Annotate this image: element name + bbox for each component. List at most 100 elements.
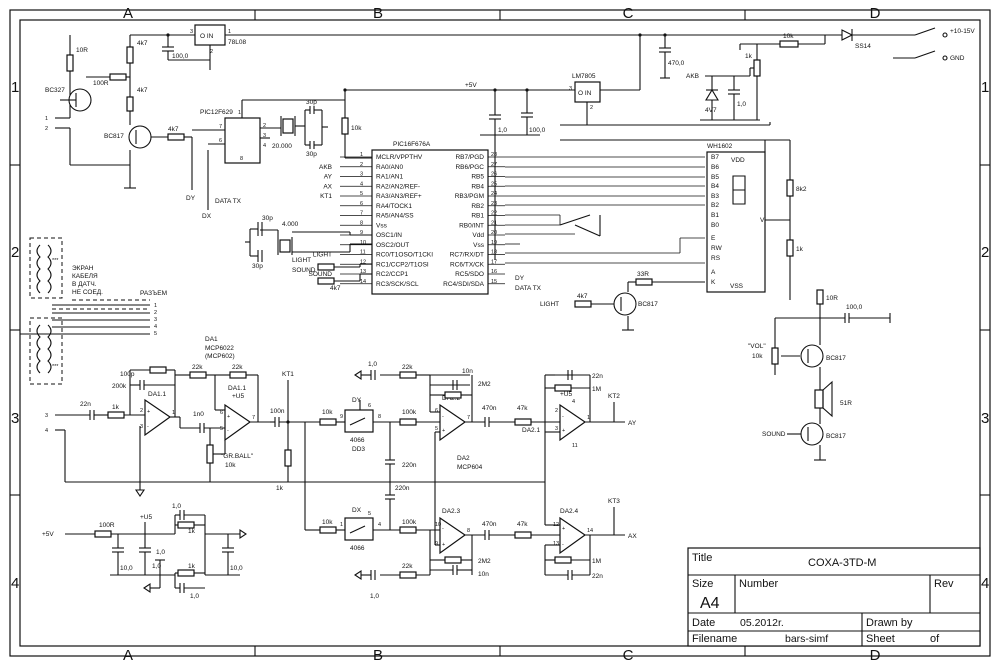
- svg-text:100,0: 100,0: [846, 304, 863, 311]
- svg-text:30p: 30p: [252, 263, 263, 270]
- svg-text:5: 5: [435, 426, 438, 432]
- svg-text:DY: DY: [352, 397, 362, 404]
- reg1-name: 78L08: [228, 39, 246, 46]
- svg-text:4k7: 4k7: [577, 293, 588, 300]
- svg-text:3: 3: [190, 29, 193, 35]
- svg-text:DY: DY: [186, 195, 196, 202]
- svg-text:1n0: 1n0: [193, 411, 204, 418]
- svg-text:O IN: O IN: [578, 90, 592, 97]
- rev-label: Rev: [934, 578, 954, 590]
- svg-text:SOUND: SOUND: [292, 267, 316, 274]
- mcu-pin-net: AKB: [319, 164, 332, 171]
- mcu-pin-name: Vdd: [472, 232, 484, 239]
- svg-text:***: ***: [52, 364, 59, 370]
- svg-text:3: 3: [140, 424, 143, 430]
- svg-text:+: +: [442, 428, 445, 434]
- grid-col-top-b: B: [373, 5, 383, 22]
- mcu-pin-name: RB6/PGC: [455, 164, 484, 171]
- lcd-wh1602: WH1602 VDD VSS V B7B6B5B4B3B2B1B0ERWRSAK…: [560, 122, 807, 300]
- lcd-pin-name: RS: [711, 255, 721, 262]
- supply-rail: +10-15V GND SS14 10k 470,0: [130, 27, 975, 91]
- svg-text:KT3: KT3: [608, 498, 620, 505]
- mcu-pin-name: RC1/CCP2/T1OSI: [376, 261, 429, 268]
- svg-text:BC817: BC817: [826, 355, 846, 362]
- filename-value: bars-simf: [785, 633, 828, 645]
- svg-text:10k: 10k: [225, 462, 236, 469]
- svg-text:4: 4: [378, 522, 381, 528]
- svg-text:4: 4: [572, 399, 575, 405]
- reg2-name: LM7805: [572, 73, 596, 80]
- mcu-pin-num: 1: [360, 152, 363, 158]
- mcu-pin-name: RB0/INT: [459, 222, 484, 229]
- svg-text:1M: 1M: [592, 558, 601, 565]
- mcu-pin-name: MCLR/VPPTHV: [376, 154, 423, 161]
- svg-text:SOUND: SOUND: [762, 431, 786, 438]
- svg-text:LIGHT: LIGHT: [540, 301, 559, 308]
- mcu-pin-name: Vss: [376, 222, 388, 229]
- svg-text:AKB: AKB: [686, 73, 699, 80]
- lcd-pin-name: A: [711, 269, 716, 276]
- svg-text:220n: 220n: [402, 462, 417, 469]
- date-value: 05.2012r.: [740, 617, 784, 629]
- svg-text:4066: 4066: [350, 437, 365, 444]
- svg-text:DA1.1: DA1.1: [148, 391, 166, 398]
- mcu-pin-name: RC5/SDO: [455, 271, 484, 278]
- svg-text:4: 4: [263, 143, 266, 149]
- svg-text:10R: 10R: [826, 295, 838, 302]
- svg-text:7: 7: [467, 415, 470, 421]
- svg-text:220n: 220n: [395, 485, 410, 492]
- svg-text:DX: DX: [352, 507, 362, 514]
- mcu-right-nets: DY DATA TX: [505, 156, 705, 292]
- mcu-pin-name: RC2/CCP1: [376, 271, 409, 278]
- mcu-pin-num: 4: [360, 181, 363, 187]
- grid-row-right-3: 3: [981, 410, 989, 427]
- lcd-pin-name: B2: [711, 202, 719, 209]
- mcu-pin-net: AY: [324, 174, 333, 181]
- svg-text:+: +: [147, 409, 150, 415]
- grid-row-left-3: 3: [11, 410, 19, 427]
- size-value: A4: [700, 595, 720, 612]
- grid-row-left-4: 4: [11, 575, 19, 592]
- shield-text-4: НЕ СОЕД.: [72, 289, 103, 296]
- svg-text:1k: 1k: [112, 404, 120, 411]
- grid-row-right-1: 1: [981, 79, 989, 96]
- svg-text:47k: 47k: [517, 521, 528, 528]
- shield-text-2: КАБЕЛЯ: [72, 273, 98, 280]
- sensor-connector: *** *** ЭКРАН КАБЕЛЯ В ДАТЧ. НЕ СОЕД. РА…: [20, 237, 167, 385]
- svg-text:100,0: 100,0: [529, 127, 546, 134]
- mcu-pin-name: OSC2/OUT: [376, 242, 409, 249]
- svg-text:РАЗЪЕМ: РАЗЪЕМ: [140, 290, 167, 297]
- grid-row-left-2: 2: [11, 244, 19, 261]
- svg-text:(MCP602): (MCP602): [205, 353, 235, 360]
- mcu-pin-name: RA2/AN2/REF-: [376, 183, 420, 190]
- svg-text:+5V: +5V: [42, 531, 54, 538]
- svg-text:O IN: O IN: [200, 33, 214, 40]
- svg-text:2: 2: [45, 126, 48, 132]
- mcu-pin-name: RC4/SDI/SDA: [443, 281, 484, 288]
- svg-text:22k: 22k: [402, 364, 413, 371]
- date-label: Date: [692, 617, 715, 629]
- svg-text:-: -: [442, 526, 444, 532]
- svg-text:10k: 10k: [322, 409, 333, 416]
- lcd-pin-name: B3: [711, 193, 719, 200]
- gnd-label: GND: [950, 55, 965, 62]
- mcu-pin-name: RC6/TX/CK: [450, 261, 485, 268]
- mcu-pin-num: 15: [491, 279, 497, 285]
- grid-col-top-a: A: [123, 5, 133, 22]
- svg-text:10: 10: [435, 522, 441, 528]
- lcd-pin-name: B1: [711, 212, 719, 219]
- svg-text:4066: 4066: [350, 545, 365, 552]
- da2-channel-x: 100k - + 10 9 8 DA2.3 2M2 10n 22k 1,0 47…: [354, 482, 560, 600]
- svg-text:14: 14: [587, 528, 593, 534]
- diode-ss14: SS14: [841, 29, 872, 50]
- svg-text:AX: AX: [628, 533, 637, 540]
- mcu-pin-num: 17: [491, 259, 497, 265]
- mcu-pin-name: RB5: [471, 174, 484, 181]
- mcu-pin-name: RB1: [471, 213, 484, 220]
- svg-text:20.000: 20.000: [272, 143, 292, 150]
- of-label: of: [930, 633, 940, 645]
- bc327-stage: 10R BC327 100R 4k7 4k7 BC817 4k7 DY DX 1…: [45, 35, 212, 220]
- svg-text:4V7: 4V7: [705, 107, 717, 114]
- grid-ticks: [10, 10, 990, 656]
